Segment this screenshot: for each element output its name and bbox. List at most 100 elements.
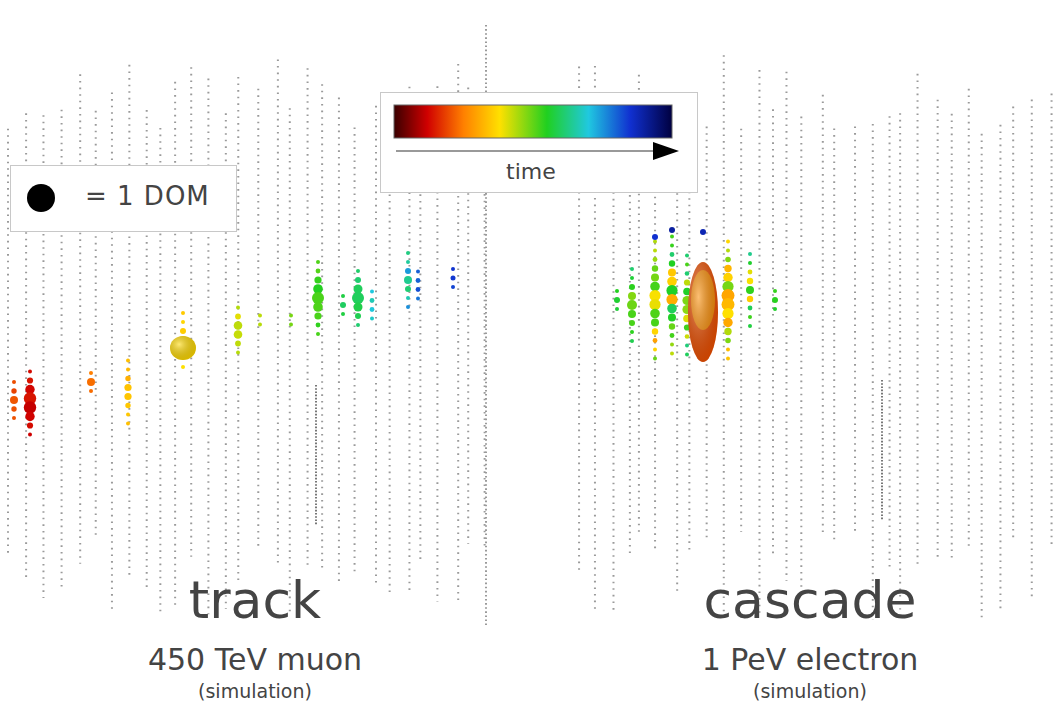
dom-string xyxy=(723,55,725,612)
dom-hit xyxy=(630,267,634,271)
dom-hit xyxy=(451,267,455,271)
event-subtitle: 1 PeV electron xyxy=(702,643,919,676)
dom-hit xyxy=(651,274,659,282)
dom-string xyxy=(307,68,309,566)
dom-hit xyxy=(406,296,410,300)
dom-string xyxy=(289,108,291,613)
dom-hit xyxy=(615,307,619,311)
dom-hit xyxy=(723,273,732,282)
dom-hit-shade xyxy=(688,262,718,362)
dom-string xyxy=(315,385,317,525)
dom-string xyxy=(854,126,856,533)
dom-hit xyxy=(726,348,730,352)
dom-string xyxy=(785,72,787,581)
dom-hit xyxy=(125,376,130,381)
dom-hit xyxy=(126,413,130,417)
dom-hit xyxy=(236,306,240,310)
legend-text: = 1 DOM xyxy=(85,181,210,211)
dom-hit xyxy=(772,297,778,303)
dom-string xyxy=(758,70,760,617)
dom-hit xyxy=(314,312,321,319)
dom-hit xyxy=(629,320,635,326)
dom-hit xyxy=(181,365,185,369)
dom-string xyxy=(354,128,356,572)
dom-hit xyxy=(670,352,674,356)
dom-string xyxy=(1031,100,1033,600)
dom-hit xyxy=(180,328,186,334)
dom-hit xyxy=(289,323,293,327)
dom-hit xyxy=(725,338,731,344)
dom-hit xyxy=(651,319,659,327)
dom-hit xyxy=(652,234,658,240)
dom-hit xyxy=(685,271,690,276)
dom-hit xyxy=(355,277,361,283)
dom-hit xyxy=(726,240,730,244)
dom-hit xyxy=(451,276,456,281)
dom-hit xyxy=(653,338,658,343)
dom-string xyxy=(833,129,835,542)
dom-hit xyxy=(341,294,345,298)
dom-string xyxy=(951,114,953,560)
dom-hit xyxy=(355,313,361,319)
dom-hit xyxy=(652,265,658,271)
dom-hit xyxy=(653,249,657,253)
dom-symbol xyxy=(27,184,55,212)
dom-string xyxy=(740,129,742,532)
dom-hit xyxy=(653,357,657,361)
dom-hit xyxy=(666,294,677,305)
dom-hit xyxy=(340,302,346,308)
dom-hit xyxy=(181,320,185,324)
dom-string xyxy=(375,106,377,587)
dom-string xyxy=(999,125,1001,613)
dom-hit-shade xyxy=(170,336,196,360)
dom-hit xyxy=(12,380,16,384)
dom-hit xyxy=(653,257,658,262)
dom-hit xyxy=(748,270,753,275)
dom-hit xyxy=(406,251,410,255)
dom-string xyxy=(1051,94,1053,547)
colorbar-box: time xyxy=(380,92,698,193)
dom-hit xyxy=(406,305,410,309)
dom-hit xyxy=(405,268,411,274)
color-scale xyxy=(394,105,672,138)
dom-hit xyxy=(748,261,752,265)
dom-hit xyxy=(370,307,375,312)
dom-hit xyxy=(405,286,411,292)
dom-hit xyxy=(773,307,777,311)
dom-hit xyxy=(416,278,421,283)
dom-hit xyxy=(370,290,374,294)
dom-hit xyxy=(234,321,243,330)
dom-string xyxy=(277,59,279,563)
dom-string xyxy=(7,129,9,556)
dom-string xyxy=(612,126,614,609)
dom-hit xyxy=(629,284,635,290)
dom-hit xyxy=(416,297,420,301)
dom-hit xyxy=(748,252,752,256)
dom-hit xyxy=(685,344,689,348)
dom-hit xyxy=(614,297,620,303)
dom-hit xyxy=(181,311,185,315)
dom-hit xyxy=(89,389,93,393)
dom-string xyxy=(881,380,883,520)
dom-hit xyxy=(316,323,321,328)
dom-hit xyxy=(234,330,243,339)
dom-hit xyxy=(615,289,619,293)
dom-string xyxy=(899,113,901,609)
dom-string xyxy=(338,98,340,586)
dom-string xyxy=(822,95,824,533)
dom-hit xyxy=(724,328,731,335)
dom-hit xyxy=(341,312,345,316)
dom-string xyxy=(981,134,983,620)
time-axis xyxy=(396,150,659,152)
dom-hit xyxy=(773,289,777,293)
dom-hit xyxy=(451,285,455,289)
dom-hit xyxy=(352,292,364,304)
dom-hit xyxy=(670,244,674,248)
dom-hit xyxy=(10,396,18,404)
dom-hit xyxy=(125,403,130,408)
dom-hit xyxy=(670,333,675,338)
dom-hit xyxy=(726,249,730,253)
dom-hit xyxy=(170,336,196,360)
dom-hit xyxy=(28,433,32,437)
legend-box: = 1 DOM xyxy=(10,165,237,232)
